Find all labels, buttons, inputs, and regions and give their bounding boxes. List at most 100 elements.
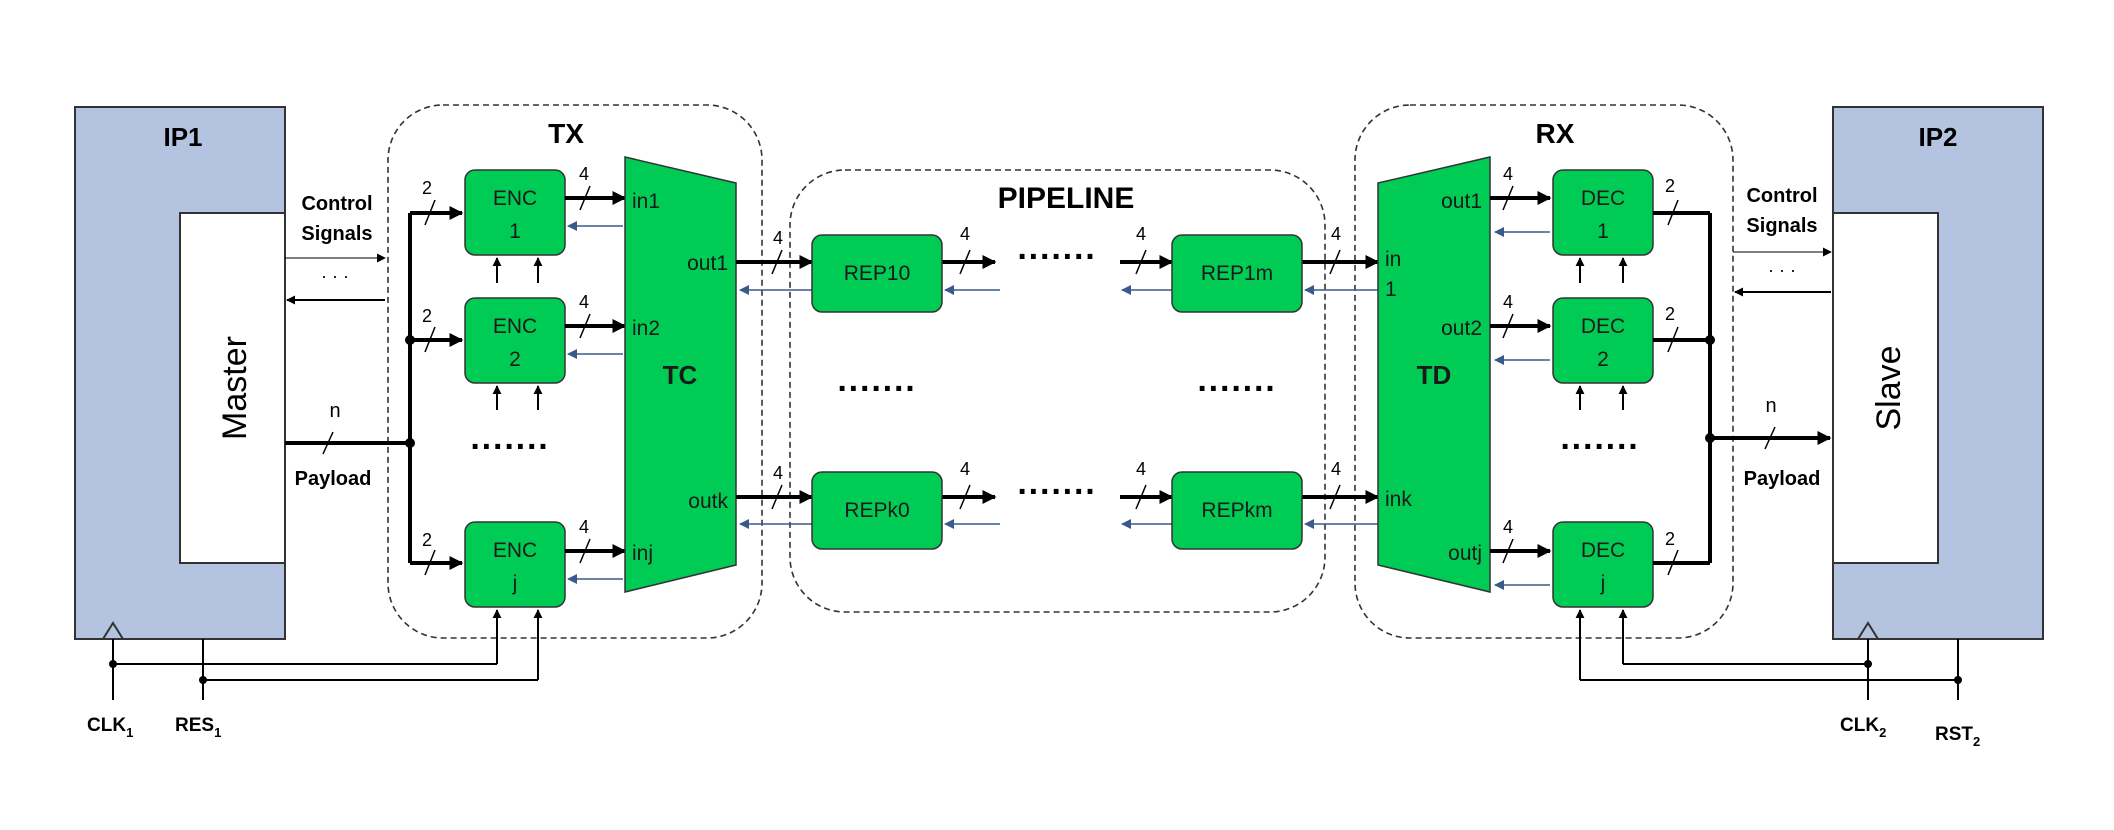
decoder-j: DEC j <box>1552 521 1654 608</box>
right-control-signals: Control Signals · · · n Payload <box>1733 185 1832 490</box>
slave-block <box>1832 212 1939 564</box>
svg-text:2: 2 <box>422 530 432 550</box>
svg-text:out1: out1 <box>687 252 728 275</box>
svg-text:REPk0: REPk0 <box>844 499 909 522</box>
rep-10: REP10 <box>811 234 943 313</box>
pipe-row1-ellipsis: ······· <box>1017 238 1096 276</box>
left-bus-slashes <box>322 199 436 576</box>
svg-text:outj: outj <box>1448 542 1482 565</box>
left-payload-label: Payload <box>295 468 372 490</box>
svg-text:out2: out2 <box>1441 317 1482 340</box>
svg-text:j: j <box>1600 572 1606 595</box>
td-out-slashes <box>1502 185 1514 564</box>
td-output-widths: 4 4 4 <box>1503 164 1513 537</box>
tc-mux: TC in1 in2 inj out1 outk <box>624 156 737 593</box>
left-junction-main <box>405 438 415 448</box>
rx-title: RX <box>1536 118 1575 149</box>
encoder-j: ENC j <box>464 521 566 608</box>
svg-text:4: 4 <box>1503 164 1513 184</box>
tx-title: TX <box>548 118 584 149</box>
left-clock-reset-wiring <box>112 609 543 700</box>
svg-text:1: 1 <box>1385 278 1397 301</box>
svg-text:DEC: DEC <box>1581 539 1625 562</box>
svg-text:inj: inj <box>632 542 653 565</box>
svg-text:2: 2 <box>509 348 521 371</box>
rx-container <box>1354 104 1734 639</box>
svg-text:4: 4 <box>1503 517 1513 537</box>
clk2-label: CLK2 <box>1840 715 1886 740</box>
svg-text:4: 4 <box>960 224 970 244</box>
rep-1m: REP1m <box>1171 234 1303 313</box>
right-clock-reset-wiring <box>1575 609 1959 700</box>
clk1-label: CLK1 <box>87 715 133 740</box>
rep-k0: REPk0 <box>811 471 943 550</box>
rep-km: REPkm <box>1171 471 1303 550</box>
enc-out-slashes <box>579 185 591 564</box>
svg-text:4: 4 <box>773 463 783 483</box>
right-control-dots: · · · <box>1768 260 1796 280</box>
dec-to-td-feedback <box>1494 227 1550 590</box>
rst2-label: RST2 <box>1935 724 1980 749</box>
enc-to-tc-links <box>565 191 627 558</box>
svg-text:4: 4 <box>1136 459 1146 479</box>
svg-text:4: 4 <box>1331 224 1341 244</box>
decoder-2: DEC 2 <box>1552 297 1654 384</box>
right-junction-2 <box>1705 335 1715 345</box>
svg-text:REPkm: REPkm <box>1201 499 1272 522</box>
dec-clock-reset-arrows <box>1575 257 1628 410</box>
pipe-row2-ellipsis: ······· <box>1017 473 1096 511</box>
left-control-signals: Control Signals · · · n Payload <box>285 193 386 490</box>
enc-clock-reset-arrows <box>492 257 543 410</box>
svg-text:j: j <box>512 572 518 595</box>
slave-label: Slave <box>1870 345 1908 430</box>
master-label: Master <box>216 336 254 440</box>
tc-label: TC <box>663 360 698 390</box>
svg-text:ink: ink <box>1385 488 1412 511</box>
pipe-widths: 4 4 4 4 4 4 4 4 <box>773 224 1341 483</box>
svg-text:ENC: ENC <box>493 315 537 338</box>
pipeline-title: PIPELINE <box>998 182 1135 215</box>
svg-text:4: 4 <box>1136 224 1146 244</box>
master-block <box>179 212 286 564</box>
svg-text:2: 2 <box>1597 348 1609 371</box>
svg-text:ENC: ENC <box>493 539 537 562</box>
right-junction-main <box>1705 433 1715 443</box>
td-to-dec-links <box>1490 191 1552 558</box>
clk2-junction <box>1864 660 1872 668</box>
pipe-mid-ellipsis-left: ······· <box>837 370 916 408</box>
decoders-ellipsis: ······· <box>1560 428 1639 466</box>
svg-text:in1: in1 <box>632 190 660 213</box>
svg-text:in2: in2 <box>632 317 660 340</box>
svg-text:2: 2 <box>1665 304 1675 324</box>
right-payload-bus <box>1653 211 1832 565</box>
enc-input-widths: 2 2 2 <box>422 178 432 550</box>
ip1-block: IP1 Master <box>74 106 286 640</box>
left-bus-width: n <box>329 400 340 422</box>
svg-text:REP10: REP10 <box>844 262 911 285</box>
td-label: TD <box>1417 360 1452 390</box>
svg-text:4: 4 <box>579 517 589 537</box>
left-junction-2 <box>405 335 415 345</box>
pipe-mid-ellipsis-right: ······· <box>1197 370 1276 408</box>
right-bus-slashes <box>1667 199 1776 576</box>
svg-text:1: 1 <box>509 220 521 243</box>
res1-label: RES1 <box>175 715 221 740</box>
svg-text:4: 4 <box>773 228 783 248</box>
pipeline-container <box>789 169 1326 613</box>
svg-text:ENC: ENC <box>493 187 537 210</box>
tc-to-enc-feedback <box>567 221 623 584</box>
rst2-junction <box>1954 676 1962 684</box>
svg-text:4: 4 <box>1503 292 1513 312</box>
svg-text:2: 2 <box>422 306 432 326</box>
enc-output-widths: 4 4 4 <box>579 164 589 537</box>
svg-text:out1: out1 <box>1441 190 1482 213</box>
left-control-dots: · · · <box>321 266 349 286</box>
svg-text:4: 4 <box>960 459 970 479</box>
right-payload-label: Payload <box>1744 468 1821 490</box>
svg-text:outk: outk <box>688 490 728 513</box>
svg-text:DEC: DEC <box>1581 187 1625 210</box>
svg-text:REP1m: REP1m <box>1201 262 1273 285</box>
right-control-line1: Control <box>1746 185 1817 207</box>
dec-output-widths: 2 2 2 <box>1665 176 1675 549</box>
